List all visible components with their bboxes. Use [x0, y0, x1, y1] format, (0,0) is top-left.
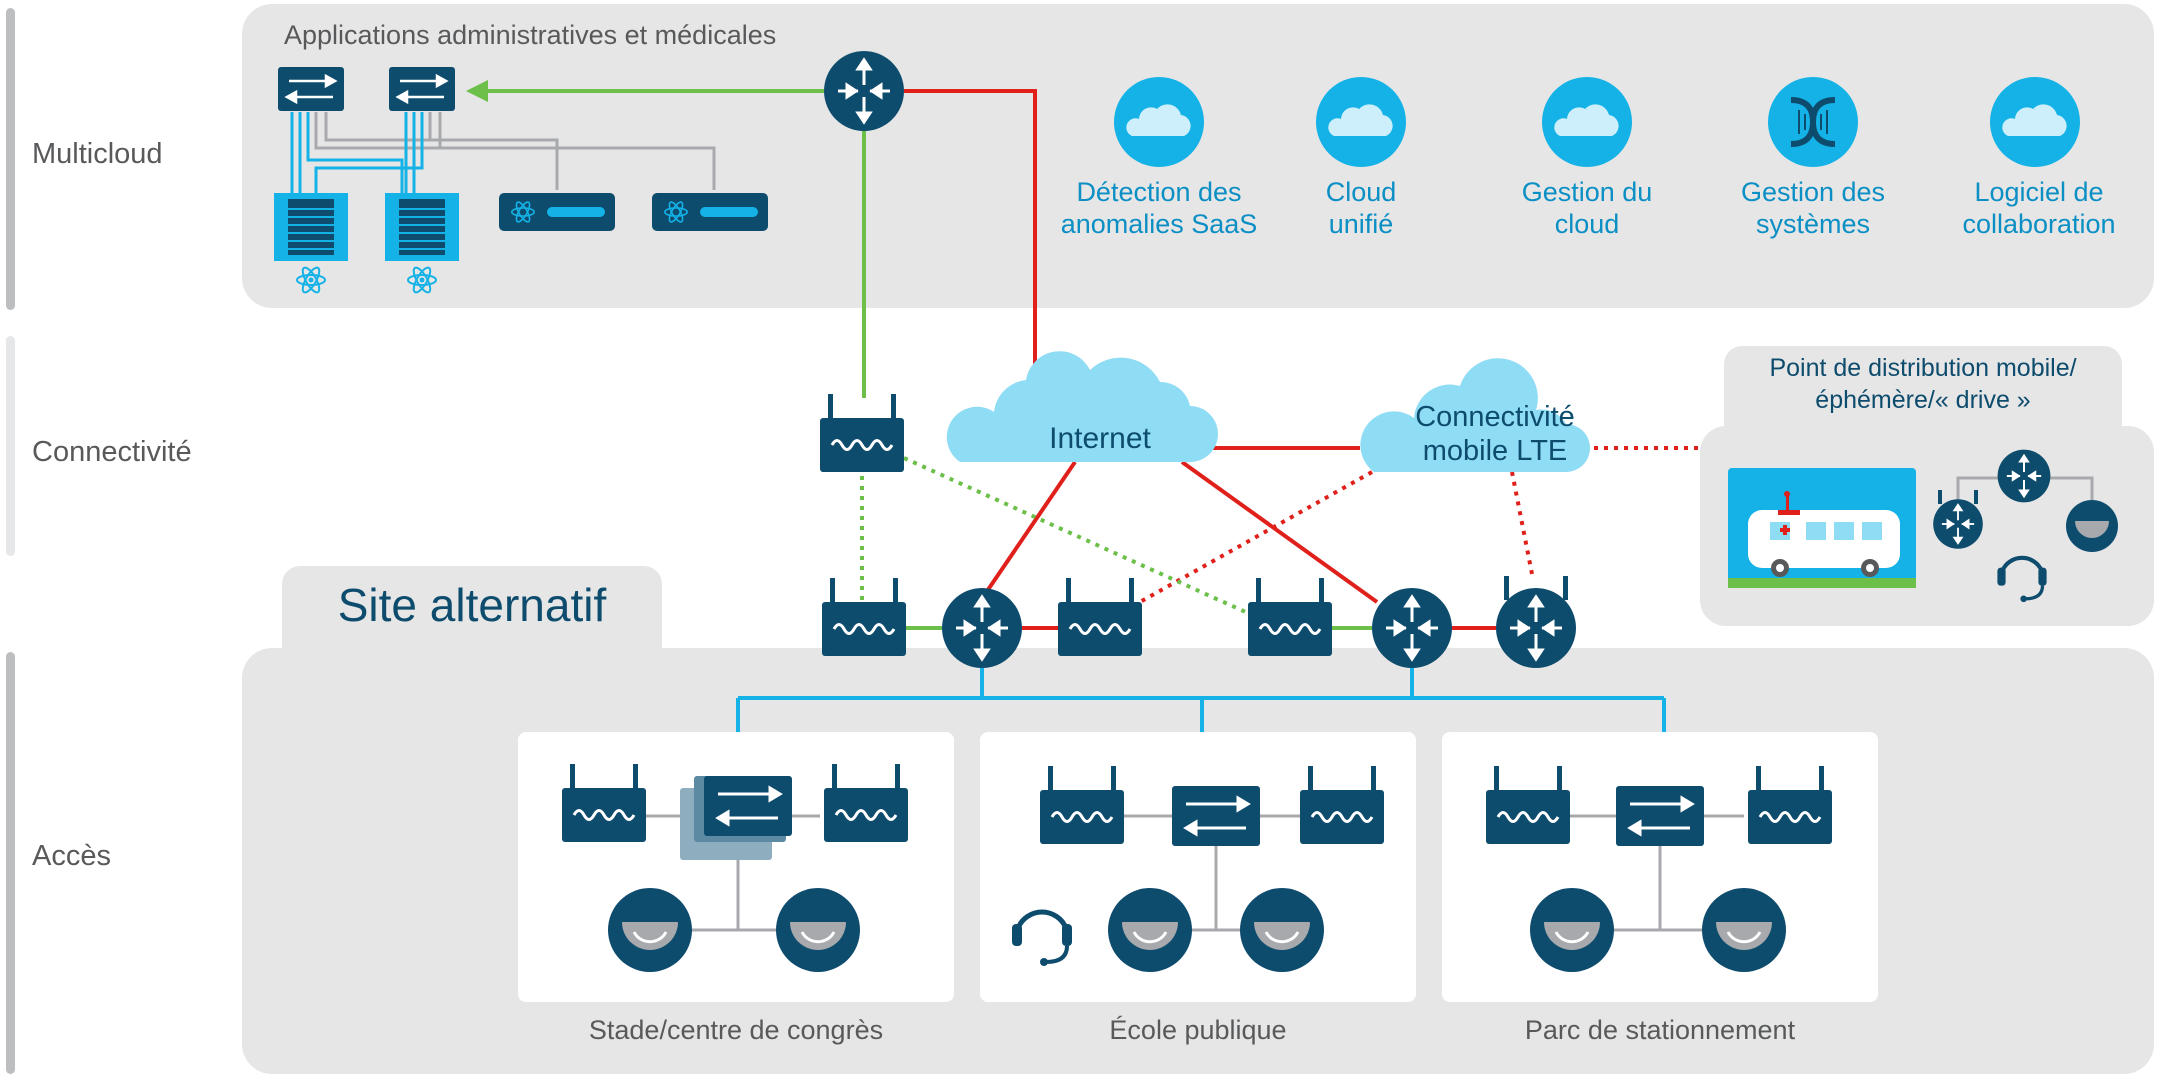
lte-label: Connectivité mobile LTE [1390, 400, 1600, 468]
parking-camera-1 [1528, 886, 1616, 974]
service-label-unified-line2: unifié [1328, 209, 1394, 239]
mobile-router-left [1932, 490, 1984, 550]
alt-site-tab [282, 566, 662, 656]
multicloud-panel-title: Applications administratives et médicale… [284, 20, 777, 50]
service-icon-collab [1990, 77, 2080, 167]
mobile-point-title-line2: éphémère/« drive » [1815, 386, 2031, 414]
service-label-cloud-mgmt: Gestion du cloud [1482, 176, 1692, 240]
service-label-collab-line1: Logiciel de [1974, 177, 2104, 207]
green-arrow-head [466, 80, 488, 102]
school-headset-icon [1012, 912, 1072, 966]
alt-site-title: Site alternatif [337, 579, 607, 631]
mobile-camera [2066, 500, 2118, 552]
server-1 [273, 192, 349, 262]
server-1-atom-icon [296, 264, 326, 296]
parking-ap-1 [1484, 764, 1572, 846]
internet-cloud [946, 351, 1218, 462]
green-dotted-links [860, 456, 1251, 616]
service-icon-saas [1114, 77, 1204, 167]
service-icon-unified [1316, 77, 1406, 167]
green-links [480, 89, 1372, 630]
appliance-1 [498, 192, 616, 232]
stadium-ap-2 [822, 762, 910, 844]
dna-icon [1768, 77, 1858, 167]
server-switch-2 [387, 65, 457, 113]
layer-label-multicloud: Multicloud [32, 138, 163, 170]
school-switch [1170, 784, 1262, 848]
service-label-cloud-mgmt-line2: cloud [1554, 209, 1620, 239]
site-label-stadium: Stade/centre de congrès [588, 1015, 884, 1045]
mobile-point-title-line1: Point de distribution mobile/ [1769, 354, 2077, 382]
service-label-collab-line2: collaboration [1962, 209, 2116, 239]
connectivity-layer-bar [6, 336, 15, 556]
service-label-cloud-mgmt-line1: Gestion du [1521, 177, 1653, 207]
service-icon-cloud-mgmt [1542, 77, 1632, 167]
alt-site-ap-3 [1246, 576, 1334, 658]
server-2 [384, 192, 460, 262]
stadium-camera-2 [774, 886, 862, 974]
alt-site-router-2 [1370, 586, 1454, 670]
mobile-router-top [1996, 448, 2052, 504]
service-label-systems-line2: systèmes [1755, 209, 1871, 239]
alt-site-router-1 [940, 586, 1024, 670]
access-layer-bar [6, 652, 15, 1074]
server-switch-1 [276, 65, 346, 113]
lte-label-line2: mobile LTE [1422, 435, 1568, 467]
stadium-ap-1 [560, 762, 648, 844]
multicloud-router [822, 49, 906, 133]
service-label-saas-line1: Détection des [1076, 177, 1242, 207]
connectivity-top-ap [818, 392, 906, 474]
service-label-collab: Logiciel de collaboration [1934, 176, 2144, 240]
school-ap-2 [1298, 764, 1386, 846]
service-label-systems-line1: Gestion des [1740, 177, 1886, 207]
lte-cloud [1360, 358, 1590, 472]
mobile-headset-icon [1997, 558, 2046, 602]
appliance-2 [651, 192, 769, 232]
ambulance-bus-image [1728, 468, 1916, 588]
school-camera-2 [1238, 886, 1326, 974]
parking-camera-2 [1700, 886, 1788, 974]
parking-ap-2 [1746, 764, 1834, 846]
school-camera-1 [1106, 886, 1194, 974]
service-label-unified-line1: Cloud [1325, 177, 1397, 207]
parking-switch [1614, 784, 1706, 848]
layer-label-connectivity: Connectivité [32, 436, 192, 468]
access-distribution-lines [736, 668, 1666, 732]
site-label-parking: Parc de stationnement [1524, 1015, 1796, 1045]
lte-router [1494, 576, 1578, 670]
service-label-unified: Cloud unifié [1256, 176, 1466, 240]
service-label-systems: Gestion des systèmes [1708, 176, 1918, 240]
site-label-school: École publique [1109, 1015, 1287, 1045]
alt-site-ap-2 [1056, 576, 1144, 658]
internet-label: Internet [1049, 422, 1151, 455]
multicloud-layer-bar [6, 8, 15, 310]
layer-label-access: Accès [32, 840, 111, 872]
lte-label-line1: Connectivité [1415, 401, 1575, 433]
school-ap-1 [1038, 764, 1126, 846]
server-2-atom-icon [407, 264, 437, 296]
service-label-saas: Détection des anomalies SaaS [1054, 176, 1264, 240]
mobile-point-tab [1724, 346, 2122, 428]
stadium-camera-1 [606, 886, 694, 974]
service-label-saas-line2: anomalies SaaS [1060, 209, 1258, 239]
stadium-switch [702, 774, 794, 838]
red-links [904, 89, 1496, 630]
server-cabling [290, 112, 716, 194]
mobile-point-title: Point de distribution mobile/ éphémère/«… [1724, 352, 2122, 416]
